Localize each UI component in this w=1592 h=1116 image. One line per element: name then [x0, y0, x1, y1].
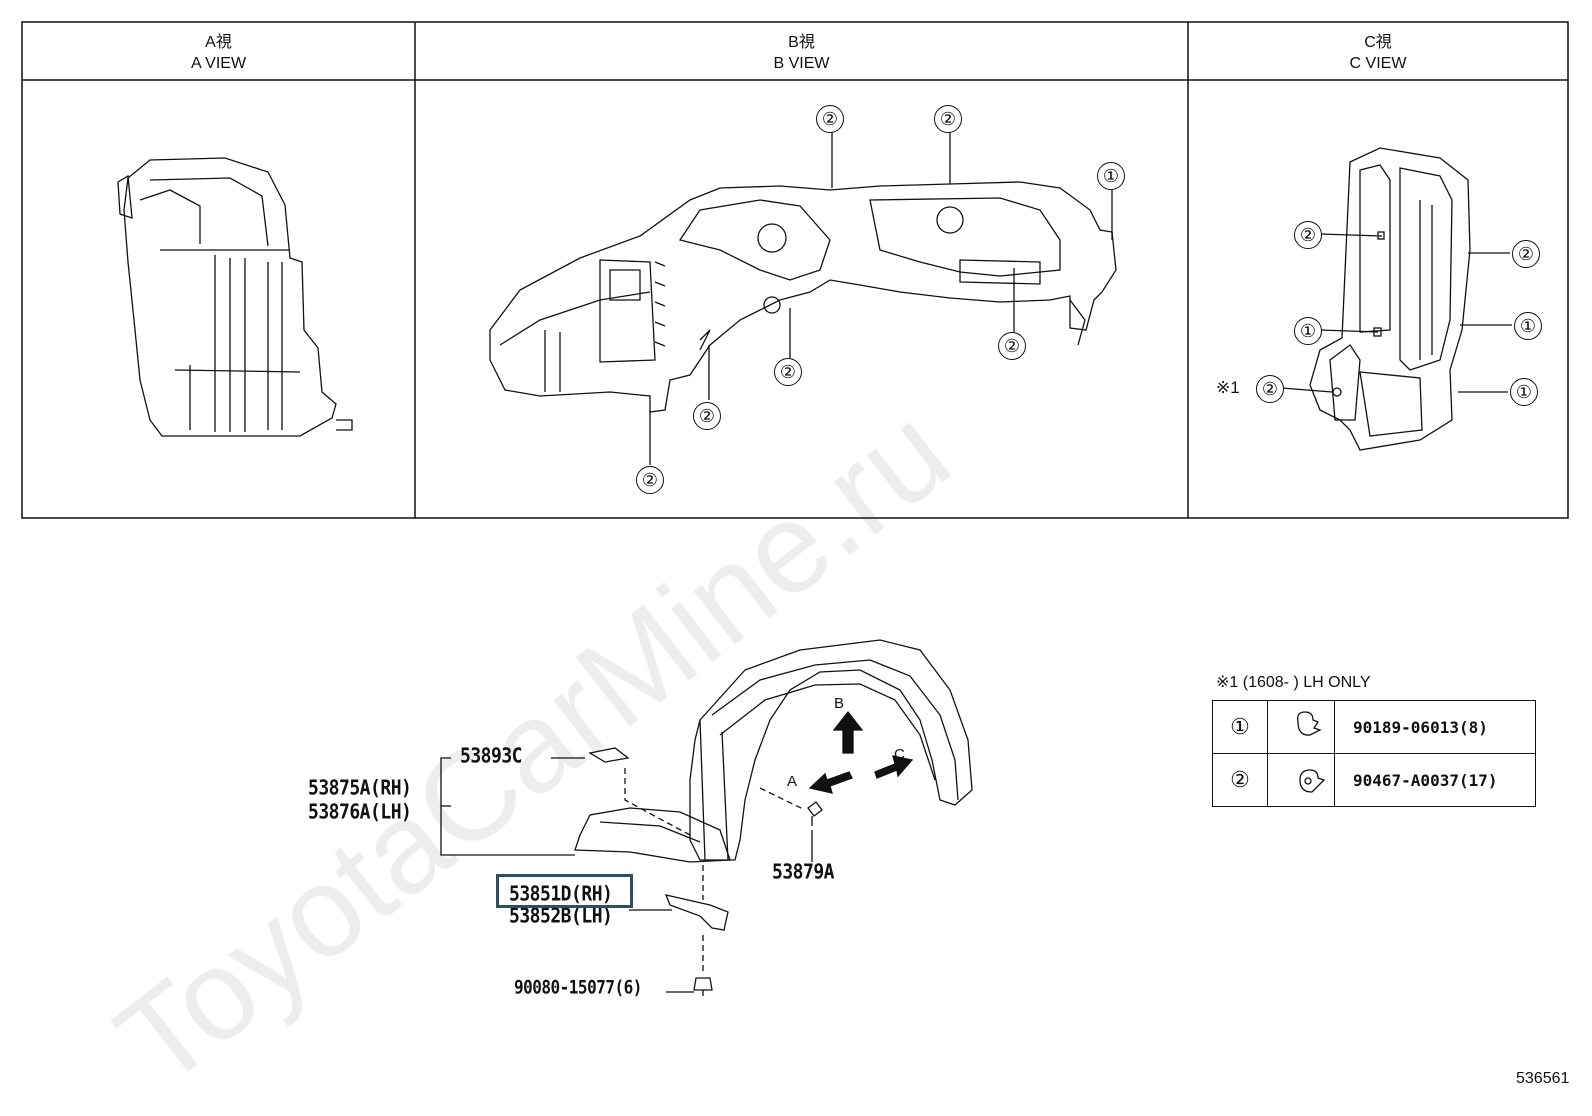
main-fender-liner-drawing: [440, 639, 973, 996]
a-view-liner-drawing: [117, 157, 353, 437]
a-view-header: A視 A VIEW: [22, 32, 415, 74]
callout-2: ②: [998, 332, 1026, 360]
c-view-header: C視 C VIEW: [1188, 32, 1568, 74]
legend-row: ① 90189-06013(8): [1212, 700, 1536, 754]
callout-2: ②: [693, 402, 721, 430]
direction-label-a: A: [787, 773, 798, 790]
direction-label-c: C: [894, 746, 905, 763]
part-label-53876a: 53876A(LH): [308, 800, 412, 825]
doc-number: 536561: [1516, 1070, 1570, 1087]
part-label-53875a: 53875A(RH): [308, 776, 412, 801]
part-label-53879a: 53879A: [772, 860, 835, 885]
callout-1: ①: [1294, 317, 1322, 345]
callout-2: ②: [1294, 221, 1322, 249]
b-view-title-jp: B視: [788, 34, 815, 51]
legend-row: ② 90467-A0037(17): [1212, 753, 1536, 807]
grommet-clip-icon: [1267, 753, 1335, 807]
push-clip-icon: [1267, 700, 1335, 754]
b-view-header: B視 B VIEW: [415, 32, 1188, 74]
a-view-title-jp: A視: [205, 34, 232, 51]
highlight-box: [496, 874, 633, 908]
note-mark: ※1: [1216, 378, 1240, 397]
callout-2: ②: [636, 466, 664, 494]
legend-mark: ①: [1212, 700, 1268, 754]
part-label-53852b: 53852B(LH): [509, 904, 613, 929]
legend-part-number: 90467-A0037(17): [1334, 753, 1536, 807]
b-view-liner-drawing: [489, 132, 1117, 465]
legend-table: ① 90189-06013(8) ② 90467-A0037(17): [1212, 700, 1536, 807]
direction-label-b: B: [834, 695, 845, 712]
c-view-liner-drawing: [1281, 147, 1512, 451]
legend-mark: ②: [1212, 753, 1268, 807]
callout-1: ①: [1514, 312, 1542, 340]
callout-2: ②: [1512, 240, 1540, 268]
callout-2: ②: [1256, 375, 1284, 403]
callout-2: ②: [816, 105, 844, 133]
part-label-53893c: 53893C: [460, 744, 523, 769]
c-view-title-en: C VIEW: [1349, 55, 1407, 72]
callout-2: ②: [934, 105, 962, 133]
callout-2: ②: [774, 358, 802, 386]
b-view-title-en: B VIEW: [773, 55, 830, 72]
legend-note: ※1 (1608- ) LH ONLY: [1216, 674, 1371, 691]
c-view-title-jp: C視: [1364, 34, 1392, 51]
part-label-53851d: 53851D(RH): [509, 882, 613, 907]
part-label-90080: 90080-15077(6): [514, 976, 642, 998]
legend-part-number: 90189-06013(8): [1334, 700, 1536, 754]
callout-1: ①: [1510, 378, 1538, 406]
a-view-title-en: A VIEW: [190, 55, 247, 72]
callout-1: ①: [1097, 162, 1125, 190]
